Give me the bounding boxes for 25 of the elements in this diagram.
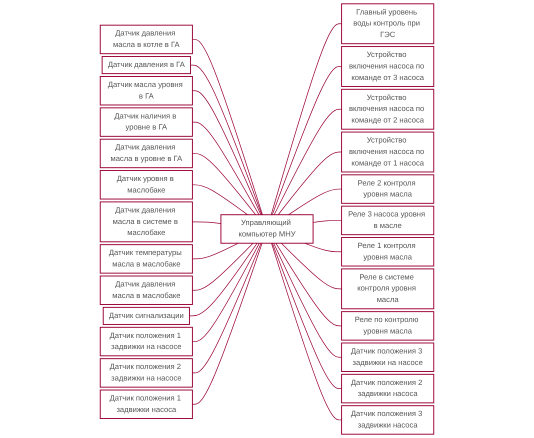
connector [192, 242, 254, 291]
connector [192, 242, 260, 342]
connector [272, 242, 342, 389]
connector [192, 242, 239, 260]
connector [274, 108, 342, 216]
connector [192, 242, 262, 405]
connector [312, 220, 342, 223]
connector [192, 90, 262, 216]
connector [276, 242, 342, 326]
connector [190, 64, 262, 216]
connector [273, 242, 342, 358]
connector [192, 184, 248, 216]
connector [288, 188, 342, 216]
connector [192, 39, 263, 216]
connector [281, 242, 342, 290]
connector [192, 122, 260, 216]
connector [270, 23, 342, 216]
connector [304, 242, 342, 252]
connector [278, 152, 342, 216]
connector [272, 66, 342, 216]
connector [192, 153, 256, 216]
connector [189, 242, 258, 316]
connector [271, 242, 342, 420]
connector [192, 242, 262, 374]
connector [192, 222, 222, 224]
